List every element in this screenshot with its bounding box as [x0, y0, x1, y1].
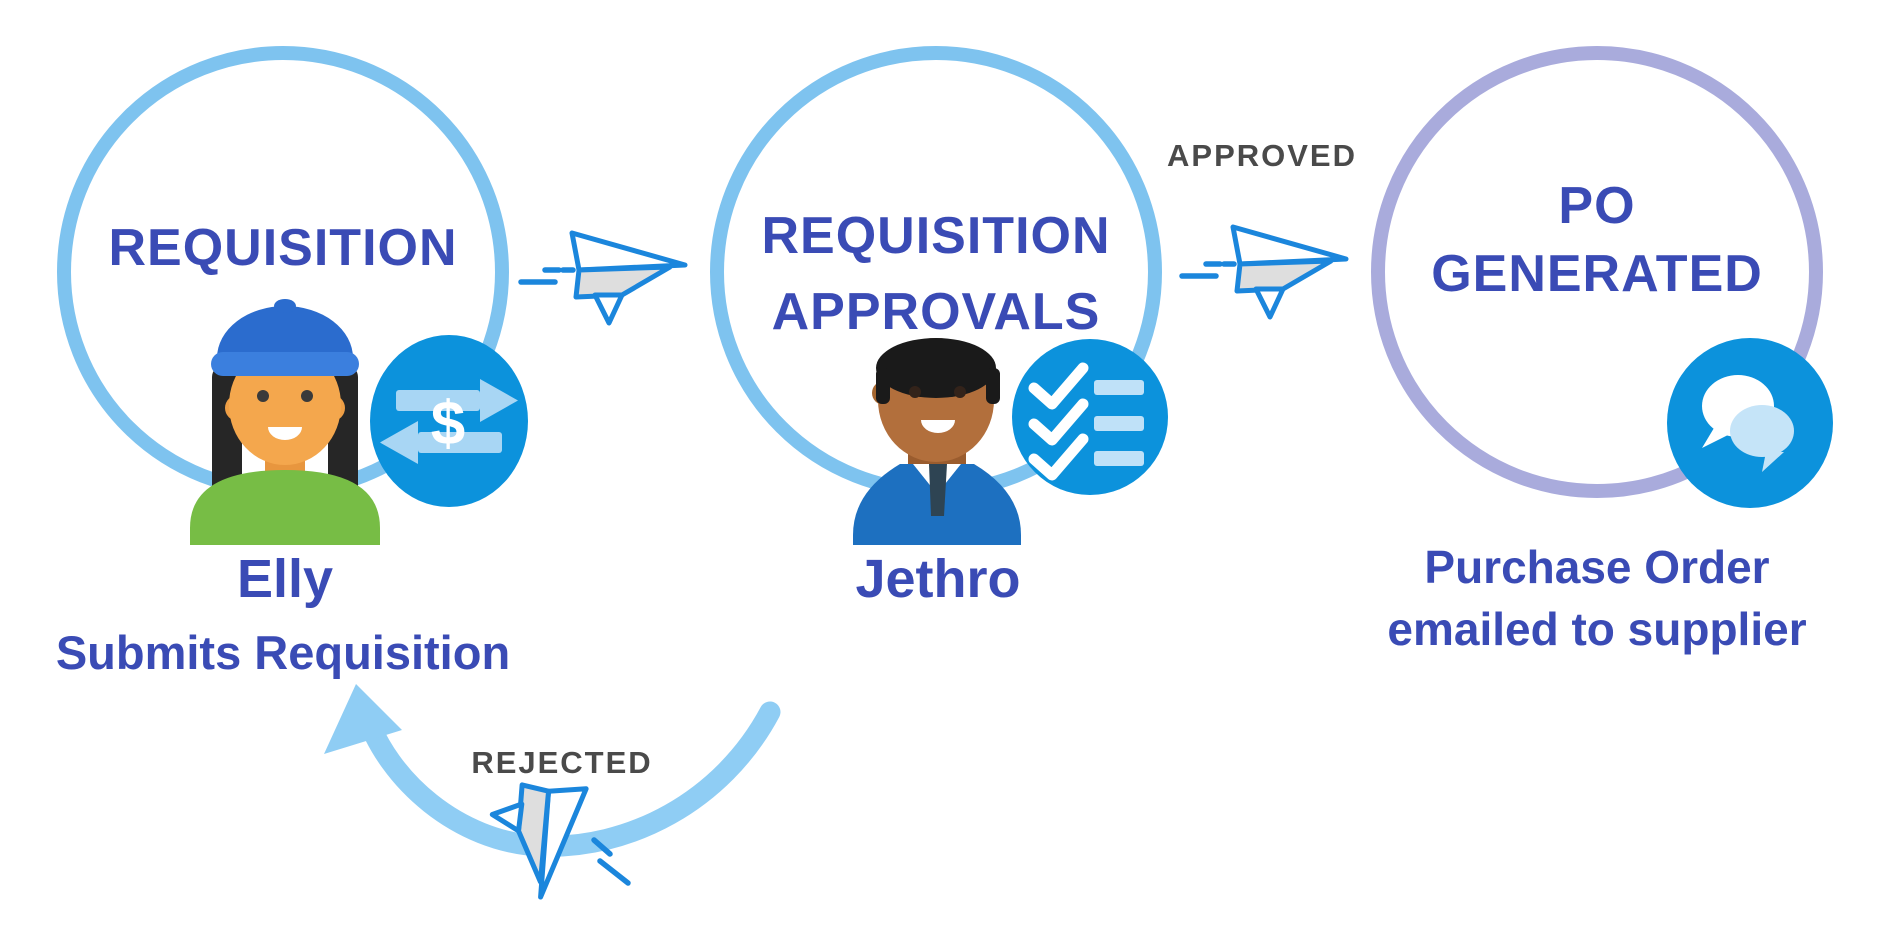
step-title-line: APPROVALS: [771, 283, 1101, 341]
step-circle-po-generated: [1371, 46, 1823, 498]
dollar-transfer-icon: $: [370, 335, 528, 507]
paper-plane-icon: [483, 778, 631, 901]
step-title-line: PO: [1558, 177, 1636, 235]
person-name-jethro: Jethro: [855, 549, 1021, 609]
elly-avatar: [190, 299, 380, 545]
step-title-requisition: REQUISITION: [108, 219, 458, 277]
svg-text:$: $: [431, 390, 465, 459]
step-caption-submits-requisition: Submits Requisition: [55, 626, 511, 679]
step-title-line: GENERATED: [1431, 245, 1763, 303]
paper-plane-icon: [1182, 227, 1346, 317]
step-title-po-generated: PO GENERATED: [1347, 172, 1847, 308]
step-caption-purchase-order: Purchase Order emailed to supplier: [1322, 536, 1872, 660]
paper-plane-icon: [521, 233, 685, 323]
chat-icon: [1667, 338, 1833, 508]
step-title-approvals: REQUISITION APPROVALS: [686, 198, 1186, 350]
transition-label-approved: APPROVED: [1167, 138, 1357, 173]
step-caption-line: Purchase Order: [1424, 541, 1770, 593]
jethro-avatar: [853, 338, 1021, 545]
step-title-line: REQUISITION: [761, 207, 1111, 265]
step-caption-line: emailed to supplier: [1387, 603, 1807, 655]
transition-label-rejected: REJECTED: [471, 745, 653, 780]
checklist-icon: [1012, 339, 1168, 495]
person-name-elly: Elly: [236, 549, 334, 609]
arrowhead: [324, 684, 402, 754]
